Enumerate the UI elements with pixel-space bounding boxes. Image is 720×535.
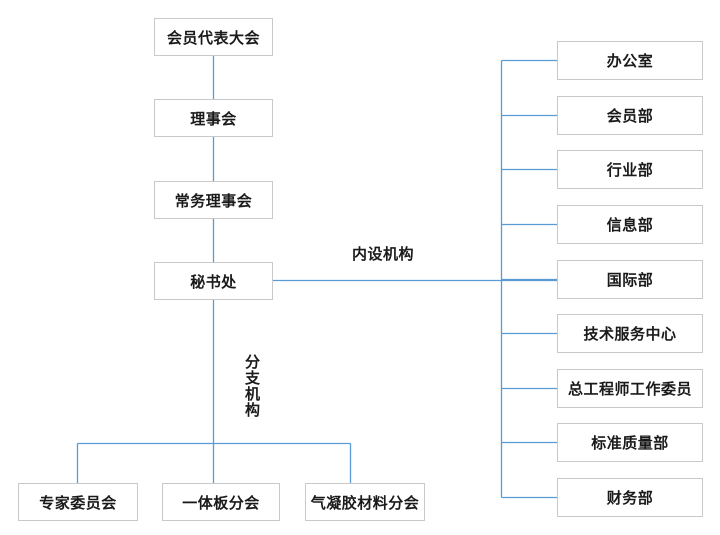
node-integrated-panel-branch: 一体板分会: [162, 483, 280, 521]
node-standing-council: 常务理事会: [154, 181, 273, 219]
node-industry-dept: 行业部: [557, 150, 703, 189]
node-tech-service-center: 技术服务中心: [557, 314, 703, 353]
node-member-congress: 会员代表大会: [154, 18, 273, 56]
node-secretariat: 秘书处: [154, 262, 273, 300]
node-office: 办公室: [557, 41, 703, 80]
node-membership-dept: 会员部: [557, 96, 703, 135]
node-international-dept: 国际部: [557, 260, 703, 299]
node-standards-quality-dept: 标准质量部: [557, 423, 703, 462]
label-branch-org: 分支机构: [243, 354, 260, 418]
node-expert-committee: 专家委员会: [18, 483, 138, 521]
node-council: 理事会: [154, 99, 273, 137]
label-internal-org: 内设机构: [352, 246, 415, 263]
node-information-dept: 信息部: [557, 205, 703, 244]
node-chief-engineer-committee: 总工程师工作委员: [557, 369, 703, 408]
node-aerogel-branch: 气凝胶材料分会: [305, 483, 425, 521]
node-finance-dept: 财务部: [557, 478, 703, 517]
